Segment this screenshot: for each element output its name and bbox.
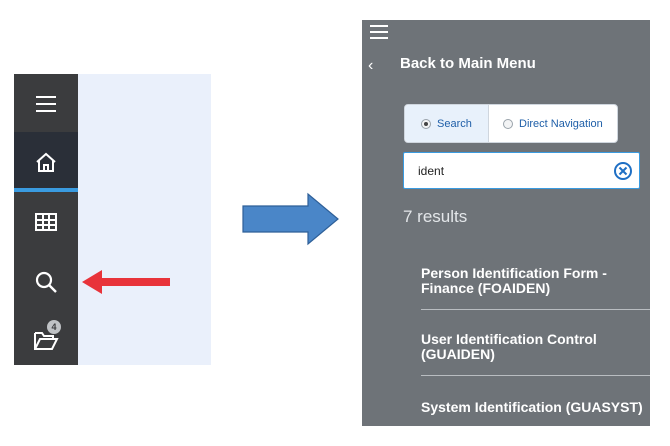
grid-icon <box>35 213 57 231</box>
result-divider <box>421 309 650 310</box>
search-icon <box>35 271 57 293</box>
chevron-left-icon: ‹ <box>368 57 374 74</box>
sidebar-item-applications[interactable] <box>14 192 78 252</box>
hamburger-icon <box>36 96 56 112</box>
hamburger-icon[interactable] <box>370 24 390 42</box>
radio-selected-icon <box>421 118 431 129</box>
folder-icon <box>34 332 59 350</box>
result-item[interactable]: Person Identification Form - Finance (FO… <box>421 265 607 296</box>
content-area <box>78 74 211 365</box>
sidebar-item-search[interactable] <box>14 252 78 312</box>
red-pointer-arrow <box>82 270 170 294</box>
active-indicator <box>14 188 78 192</box>
search-mode-radio[interactable]: Search <box>405 105 489 142</box>
result-item[interactable]: User Identification Control (GUAIDEN) <box>421 331 597 362</box>
back-to-main-menu[interactable]: ‹ Back to Main Menu <box>362 53 650 77</box>
sidebar-item-home[interactable] <box>14 132 78 192</box>
search-mode-label: Search <box>437 117 472 130</box>
clear-search-icon[interactable] <box>613 161 633 181</box>
result-divider <box>421 375 650 376</box>
home-icon <box>36 152 56 172</box>
radio-unselected-icon <box>503 118 513 129</box>
search-input[interactable]: ident <box>403 152 640 189</box>
search-input-value: ident <box>418 164 445 178</box>
result-item[interactable]: System Identification (GUASYST) <box>421 399 643 415</box>
direct-navigation-radio[interactable]: Direct Navigation <box>489 105 617 142</box>
back-label: Back to Main Menu <box>400 55 536 72</box>
direct-navigation-label: Direct Navigation <box>519 117 603 130</box>
blue-transition-arrow <box>242 192 339 246</box>
sidebar: 4 <box>14 74 78 365</box>
recent-count-badge: 4 <box>47 320 61 334</box>
results-count: 7 results <box>403 207 468 226</box>
hamburger-menu-button[interactable] <box>14 74 78 134</box>
main-menu-panel: ‹ Back to Main Menu Search Direct Naviga… <box>362 20 650 426</box>
sidebar-item-recent[interactable]: 4 <box>14 310 78 370</box>
search-mode-toggle: Search Direct Navigation <box>404 104 618 143</box>
